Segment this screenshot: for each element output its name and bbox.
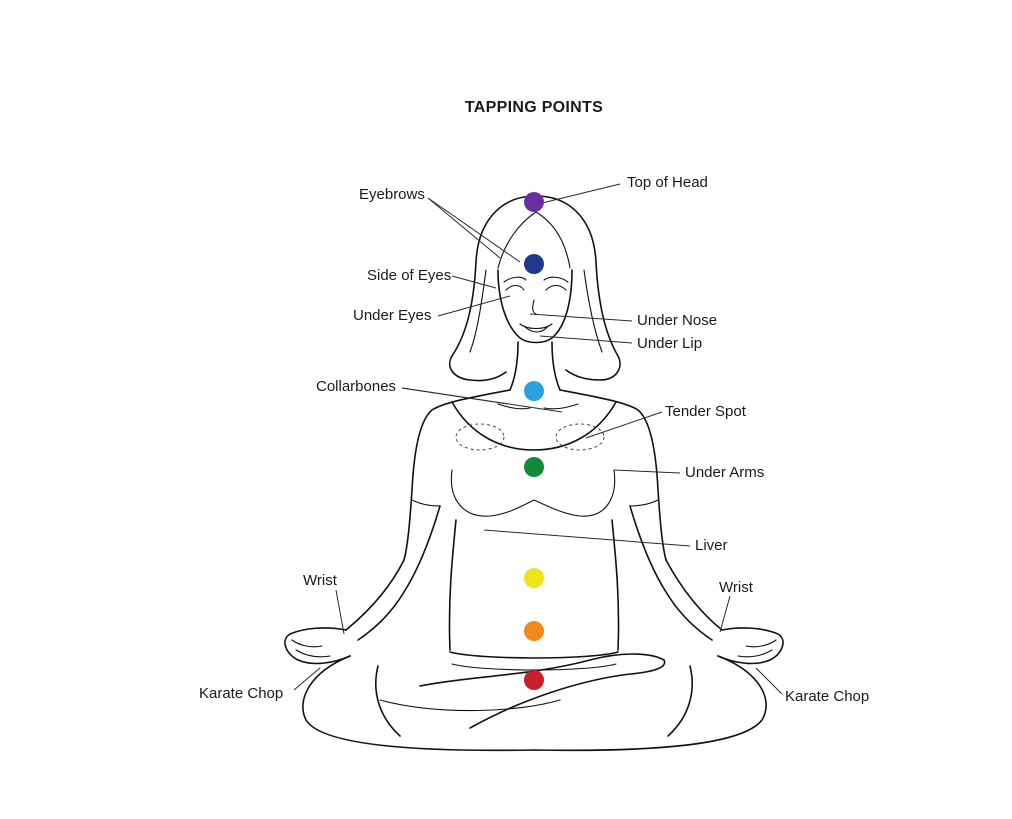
label-tender-spot: Tender Spot	[665, 403, 747, 420]
crown-point	[524, 192, 544, 212]
chakra-points	[524, 192, 544, 690]
label-collarbones: Collarbones	[316, 378, 396, 395]
sacral-point	[524, 621, 544, 641]
label-under-arms: Under Arms	[685, 464, 764, 481]
throat-point	[524, 381, 544, 401]
label-karate-chop-right: Karate Chop	[785, 688, 869, 705]
point-labels: Top of Head Eyebrows Side of Eyes Under …	[199, 174, 869, 705]
diagram-title: TAPPING POINTS	[465, 99, 603, 116]
label-wrist-left: Wrist	[303, 572, 338, 589]
label-side-of-eyes: Side of Eyes	[367, 267, 451, 284]
label-wrist-right: Wrist	[719, 579, 754, 596]
leader-lines	[293, 183, 783, 695]
label-liver: Liver	[695, 537, 728, 554]
label-karate-chop-left: Karate Chop	[199, 685, 283, 702]
solar-plexus-point	[524, 568, 544, 588]
label-top-of-head: Top of Head	[627, 174, 708, 191]
root-point	[524, 670, 544, 690]
label-eyebrows: Eyebrows	[359, 186, 425, 203]
meditating-woman-figure	[284, 195, 784, 752]
third-eye-point	[524, 254, 544, 274]
heart-point	[524, 457, 544, 477]
label-under-lip: Under Lip	[637, 335, 702, 352]
label-under-nose: Under Nose	[637, 312, 717, 329]
label-under-eyes: Under Eyes	[353, 307, 431, 324]
